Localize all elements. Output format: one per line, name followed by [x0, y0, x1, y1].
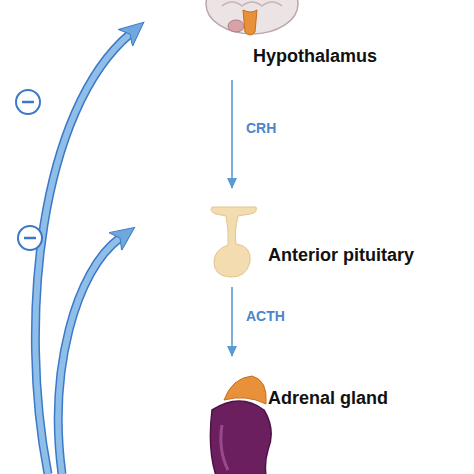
adrenal-illustration [224, 376, 266, 404]
hormone-label: CRH [246, 120, 276, 136]
organ-label: Adrenal gland [268, 388, 388, 409]
kidney-illustration [210, 401, 271, 474]
feedback-arrow-outline [35, 34, 130, 474]
organ-label: Anterior pituitary [268, 245, 414, 266]
minus-sign [24, 237, 36, 240]
hypothalamus-illustration [228, 20, 244, 32]
hormone-label: ACTH [246, 308, 285, 324]
brain-illustration [206, 0, 298, 34]
feedback-arrow-outline [58, 238, 120, 474]
brain-fold [222, 2, 282, 6]
inhibition-symbol [16, 90, 40, 114]
pituitary-illustration [211, 207, 256, 277]
organ-node: Adrenal gland [195, 358, 474, 474]
brainstem-illustration [243, 10, 257, 35]
inhibition-symbol [18, 226, 42, 250]
feedback-arrow [58, 238, 120, 474]
organ-node: Anterior pituitary [195, 190, 474, 285]
feedback-arrow [35, 34, 130, 474]
signal-arrow [231, 80, 233, 188]
minus-sign [22, 101, 34, 104]
organ-node: Hypothalamus [200, 0, 474, 78]
signal-arrow [231, 287, 233, 356]
organ-label: Hypothalamus [253, 46, 377, 67]
kidney-highlight [221, 425, 228, 470]
